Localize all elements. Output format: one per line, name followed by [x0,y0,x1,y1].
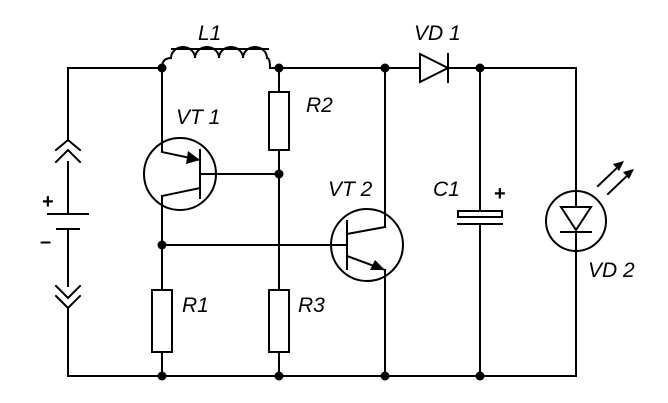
label-vd2: VD 2 [588,259,635,282]
transistor-vt2: VT 2 [328,178,404,282]
label-vt2: VT 2 [328,178,373,201]
label-r3: R3 [298,294,325,317]
capacitor-c1: + C1 [433,178,506,225]
inductor-l1: L1 [160,22,272,70]
resistor-r3: R3 [268,289,325,353]
resistor-r1: R1 [151,289,209,353]
label-vd1: VD 1 [414,22,461,45]
transistor-vt1: VT 1 [143,106,220,211]
led-vd2: VD 2 [545,161,635,282]
battery-minus-sign: – [40,231,51,253]
label-l1: L1 [198,22,221,45]
label-r1: R1 [182,294,209,317]
resistor-r2: R2 [268,91,333,151]
label-r2: R2 [306,94,333,117]
junction-dots [157,63,485,381]
capacitor-plus-sign: + [494,183,506,205]
battery-symbol: + – [40,138,89,310]
diode-vd1: VD 1 [414,22,461,84]
label-c1: C1 [433,178,460,201]
vt2-emitter-arrow [370,260,385,270]
battery-plus-sign: + [42,191,54,213]
vt1-emitter-arrow [186,151,200,164]
light-emission-arrows [596,161,634,196]
label-vt1: VT 1 [176,106,220,129]
